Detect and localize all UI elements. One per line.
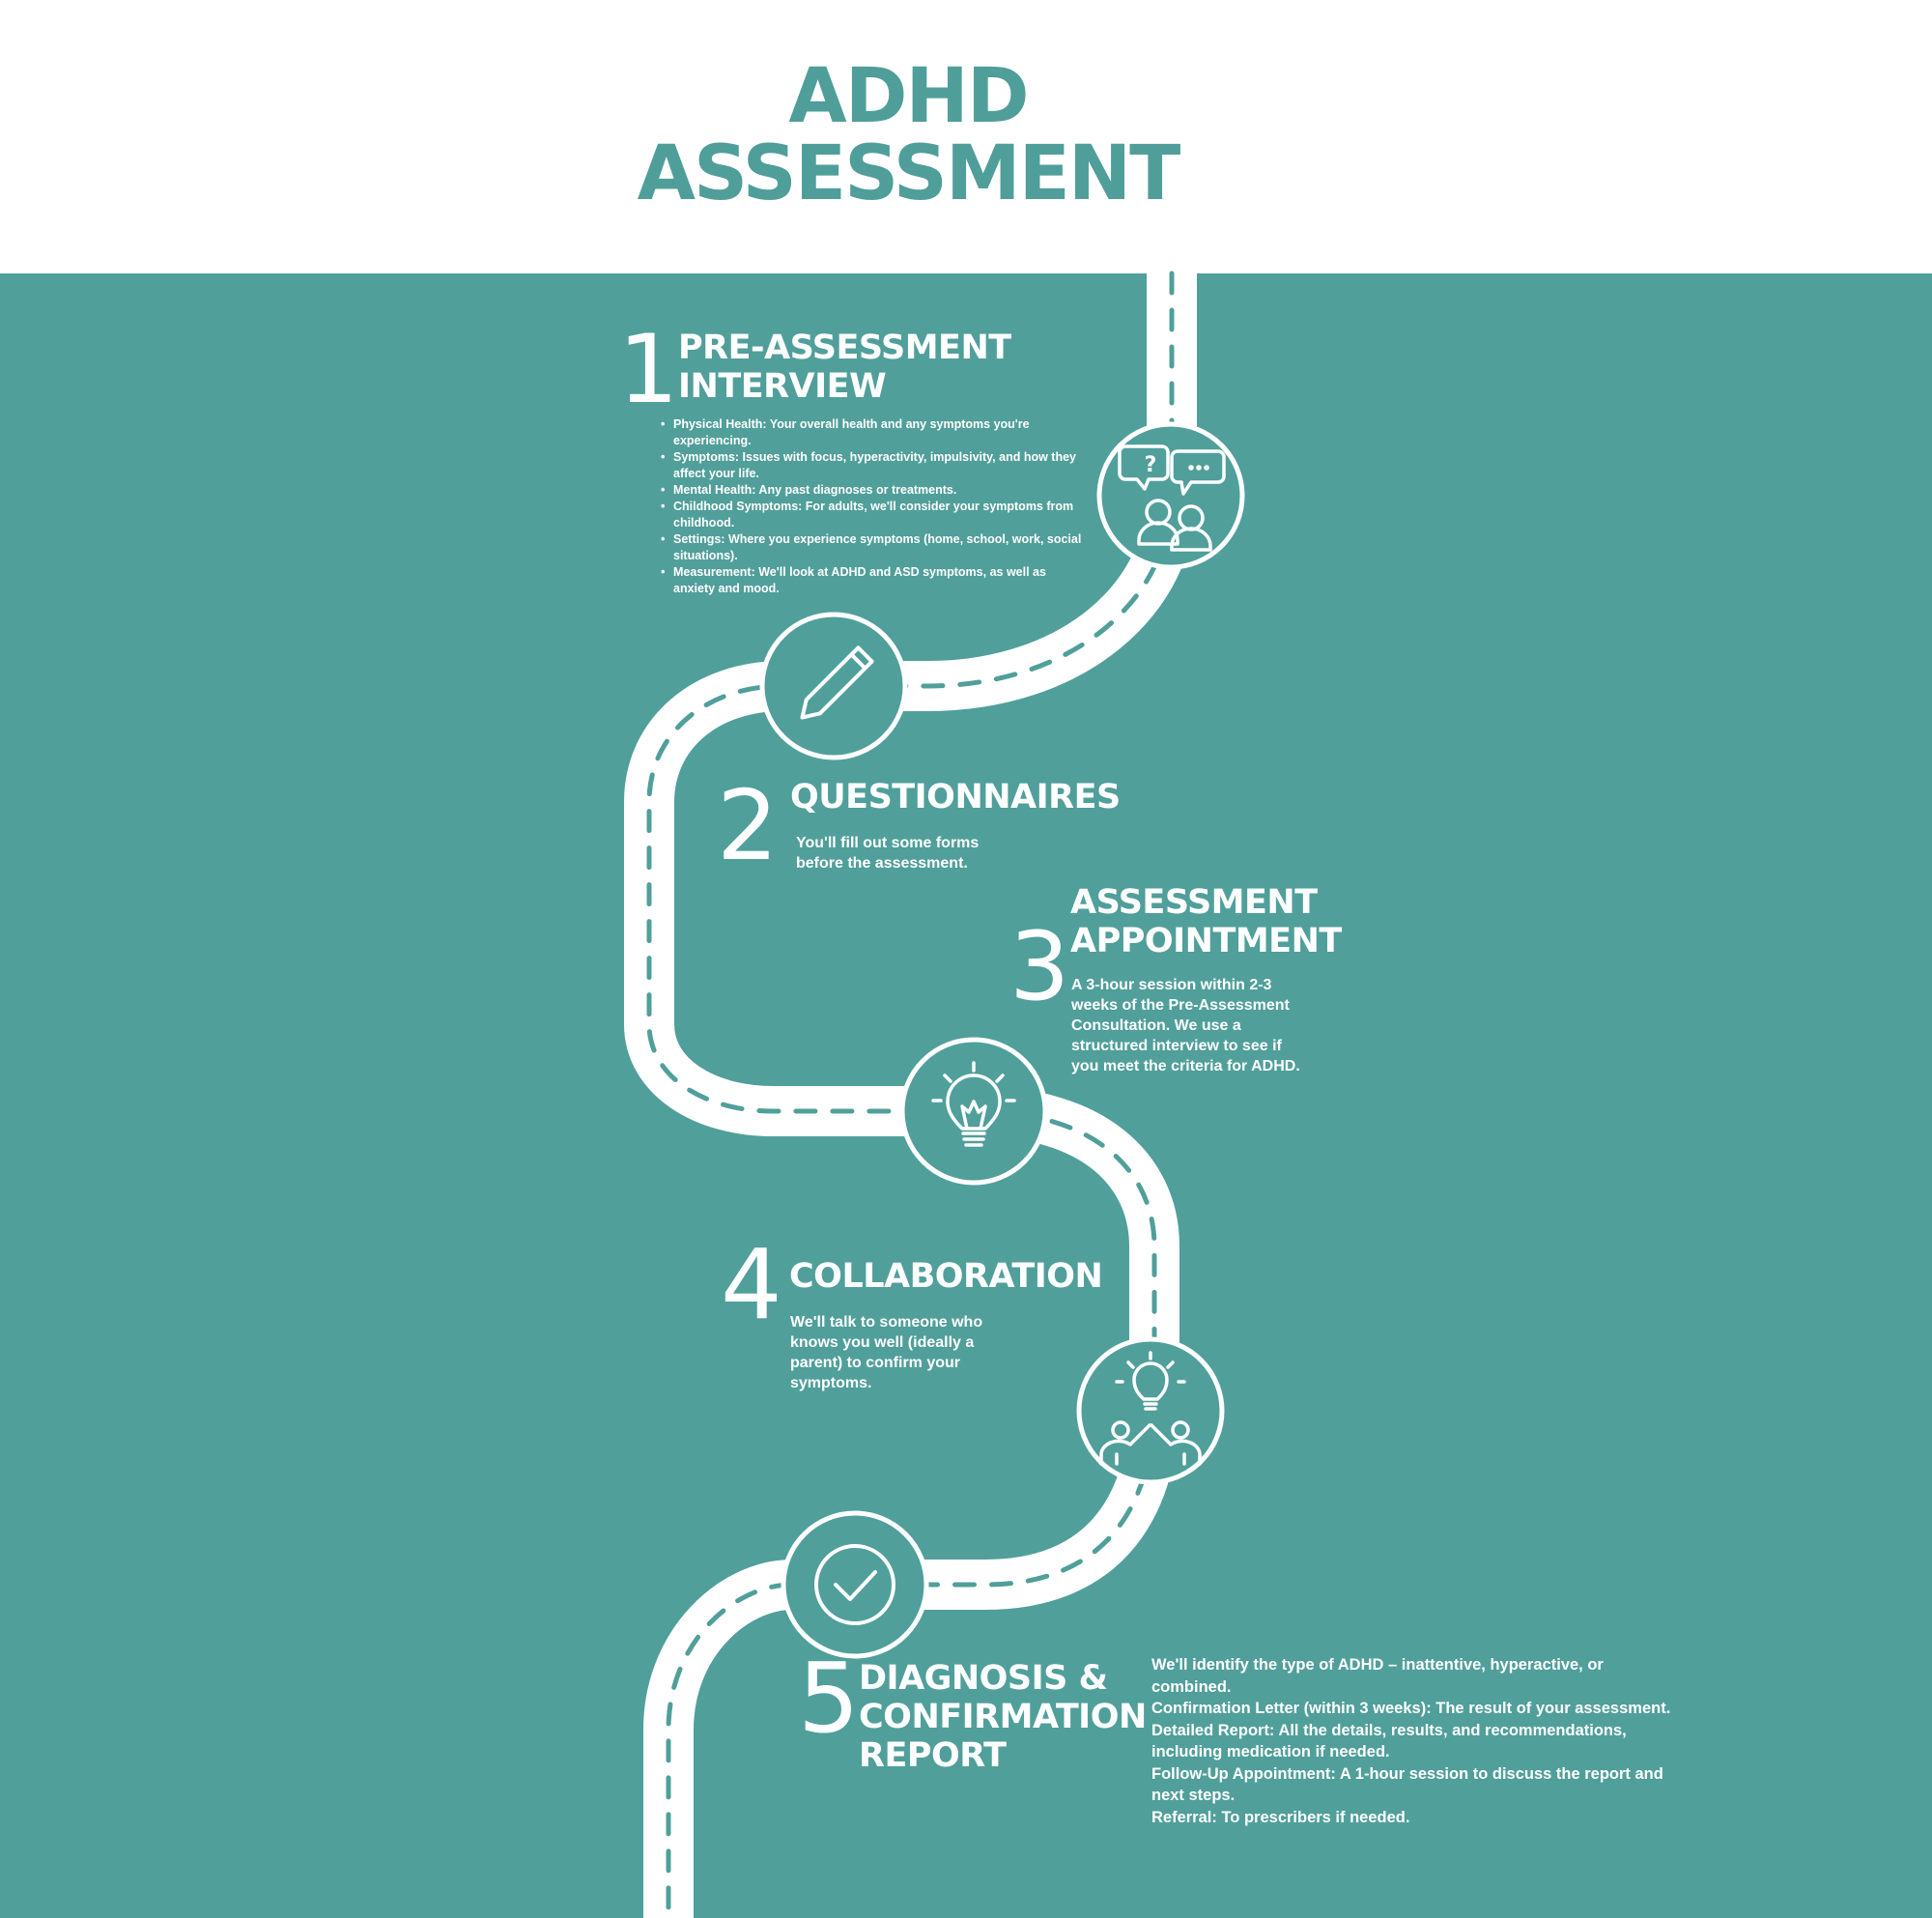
title-line-2: ASSESSMENT bbox=[637, 130, 1181, 217]
pencil-icon bbox=[800, 645, 874, 720]
step5-text-line: including medication if needed. bbox=[1151, 1743, 1390, 1761]
step4-icon-badge bbox=[1076, 1336, 1225, 1485]
step3-title-line-1: ASSESSMENT bbox=[1070, 883, 1318, 922]
step1-icon-badge: ? bbox=[1096, 421, 1245, 570]
step5-icon-badge bbox=[781, 1510, 929, 1659]
step5-title-line-2: CONFIRMATION bbox=[859, 1698, 1147, 1736]
step3-text-line: structured interview to see if bbox=[1071, 1038, 1282, 1054]
step4-title-line-1: COLLABORATION bbox=[789, 1257, 1103, 1296]
step1-detail-list: Physical Health: Your overall health and… bbox=[661, 416, 1086, 597]
step2-title-line-1: QUESTIONNAIRES bbox=[790, 778, 1121, 816]
step2-icon-badge bbox=[759, 612, 908, 760]
step3-text-line: A 3-hour session within 2-3 bbox=[1071, 977, 1272, 993]
header-band: ADHD ASSESSMENT bbox=[0, 0, 1932, 273]
list-item: Mental Health: Any past diagnoses or tre… bbox=[661, 482, 1086, 499]
step5-text-line: Confirmation Letter (within 3 weeks): Th… bbox=[1151, 1700, 1671, 1717]
step3-title-line-2: APPOINTMENT bbox=[1070, 922, 1342, 960]
step3-text-line: weeks of the Pre-Assessment bbox=[1071, 997, 1290, 1014]
step2-text-line-2: before the assessment. bbox=[796, 855, 968, 872]
step3-description: A 3-hour session within 2-3 weeks of the… bbox=[1071, 975, 1300, 1076]
step5-title-line-3: REPORT bbox=[859, 1736, 1007, 1775]
step1-title-line-2: INTERVIEW bbox=[678, 367, 887, 406]
step2-title: QUESTIONNAIRES bbox=[790, 778, 1121, 816]
step3-title: ASSESSMENT APPOINTMENT bbox=[1070, 883, 1342, 960]
step3-icon-badge bbox=[899, 1037, 1048, 1186]
step4-text-line: We'll talk to someone who bbox=[790, 1314, 983, 1331]
page-title: ADHD ASSESSMENT bbox=[0, 58, 1816, 213]
step2-number: 2 bbox=[717, 769, 779, 882]
list-item: Measurement: We'll look at ADHD and ASD … bbox=[661, 564, 1086, 597]
step5-text-line: Follow-Up Appointment: A 1-hour session … bbox=[1151, 1764, 1663, 1783]
step3-text-line: Consultation. We use a bbox=[1071, 1017, 1241, 1034]
step5-text-line: next steps. bbox=[1151, 1787, 1236, 1804]
lightbulb-icon bbox=[931, 1061, 1016, 1147]
list-item: Physical Health: Your overall health and… bbox=[661, 416, 1086, 449]
list-item: Symptoms: Issues with focus, hyperactivi… bbox=[661, 449, 1086, 482]
step1-title-line-1: PRE-ASSESSMENT bbox=[678, 329, 1011, 367]
step4-text-line: parent) to confirm your bbox=[790, 1355, 961, 1371]
step5-text-line: We'll identify the type of ADHD – inatte… bbox=[1151, 1656, 1604, 1674]
collaboration-icon bbox=[1099, 1351, 1202, 1466]
step4-text-line: knows you well (ideally a bbox=[790, 1334, 975, 1351]
step3-text-line: you meet the criteria for ADHD. bbox=[1071, 1058, 1300, 1074]
list-item: Childhood Symptoms: For adults, we'll co… bbox=[661, 499, 1086, 531]
step4-description: We'll talk to someone who knows you well… bbox=[790, 1312, 982, 1393]
step5-description: We'll identify the type of ADHD – inatte… bbox=[1151, 1654, 1670, 1828]
step5-text-line: Detailed Report: All the details, result… bbox=[1151, 1721, 1627, 1739]
svg-text:?: ? bbox=[1145, 453, 1157, 477]
step1-number: 1 bbox=[618, 315, 679, 425]
step5-text-line: Referral: To prescribers if needed. bbox=[1151, 1808, 1410, 1826]
step4-number: 4 bbox=[721, 1228, 782, 1341]
conversation-people-icon bbox=[1118, 444, 1226, 552]
title-line-1: ADHD bbox=[788, 53, 1029, 140]
step2-text-line-1: You'll fill out some forms bbox=[796, 835, 980, 851]
list-item: Settings: Where you experience symptoms … bbox=[661, 531, 1086, 564]
step4-title: COLLABORATION bbox=[789, 1257, 1103, 1296]
step2-description: You'll fill out some forms before the as… bbox=[796, 833, 979, 873]
step5-title: DIAGNOSIS & CONFIRMATION REPORT bbox=[859, 1659, 1147, 1775]
step5-title-line-1: DIAGNOSIS & bbox=[859, 1659, 1108, 1698]
step1-title: PRE-ASSESSMENT INTERVIEW bbox=[678, 329, 1011, 406]
checkmark-icon bbox=[814, 1544, 895, 1625]
step5-number: 5 bbox=[798, 1642, 860, 1755]
step4-text-line: symptoms. bbox=[790, 1375, 872, 1391]
step5-text-line: combined. bbox=[1151, 1677, 1232, 1696]
step3-number: 3 bbox=[1009, 912, 1070, 1022]
